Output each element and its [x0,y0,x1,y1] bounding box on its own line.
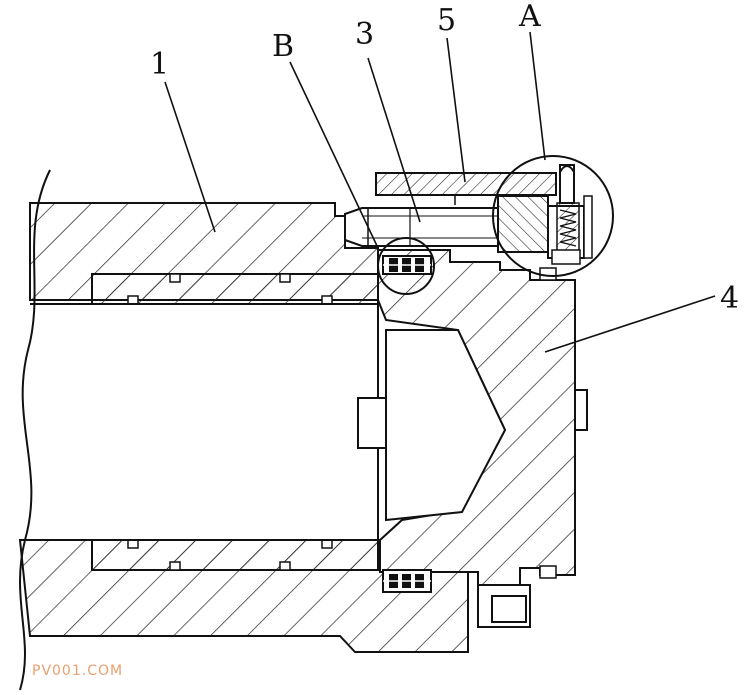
label-4: 4 [720,281,739,316]
detail-b-circle [377,237,435,295]
part-5-cover [375,172,557,205]
detail-a-circle [492,155,614,277]
leader-4 [544,295,716,353]
label-b: B [272,29,294,64]
leader-a [529,31,546,161]
break-lines [19,169,51,691]
lower-bearing [382,569,432,593]
detail-b-bearing [382,255,432,275]
label-3: 3 [355,17,374,52]
label-1: 1 [150,47,169,82]
bore [30,303,379,541]
leader-5 [446,37,466,183]
leader-3 [367,57,421,223]
part-4-head [357,249,588,586]
label-a: A [518,0,541,34]
leader-b [289,61,379,249]
upper-sleeve [91,273,379,305]
watermark: PV001.COM [32,663,123,679]
lower-sleeve [91,539,379,571]
label-5: 5 [437,3,456,38]
leader-1 [164,81,216,233]
leader-lines [164,31,716,353]
lower-nozzle [477,584,531,628]
detail-a-assembly [497,164,593,265]
